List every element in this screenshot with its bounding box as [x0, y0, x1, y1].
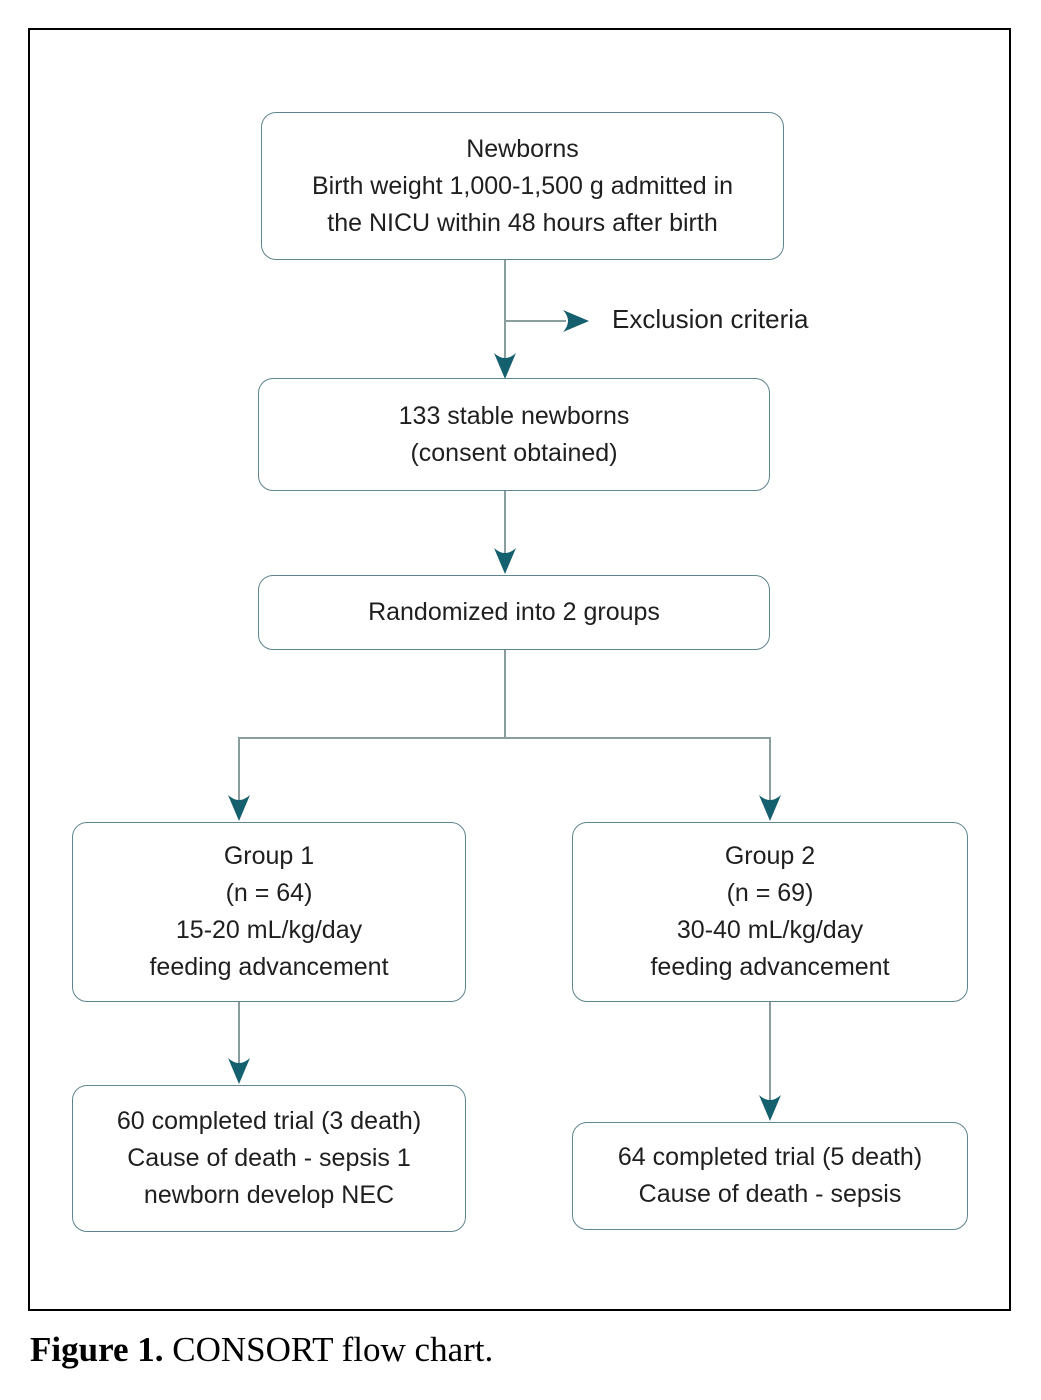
- flow-box-randomized: Randomized into 2 groups: [258, 575, 770, 650]
- box-text-line: Group 1: [223, 842, 315, 870]
- box-text-line: Randomized into 2 groups: [368, 598, 660, 626]
- box-text-line: Newborns: [466, 134, 579, 163]
- box-text-line: newborn develop NEC: [143, 1181, 395, 1209]
- box-text-line: (n = 64): [225, 879, 313, 907]
- flow-box-group1-outcome: 60 completed trial (3 death) Cause of de…: [72, 1085, 466, 1232]
- flow-box-group2-outcome: 64 completed trial (5 death) Cause of de…: [572, 1122, 968, 1230]
- box-text-line: the NICU within 48 hours after birth: [327, 208, 718, 237]
- box-text-line: feeding advancement: [650, 953, 890, 981]
- box-text-line: feeding advancement: [149, 953, 389, 981]
- box-text-line: Cause of death - sepsis 1: [127, 1144, 411, 1172]
- box-text-line: 60 completed trial (3 death): [116, 1107, 422, 1135]
- figure-caption: Figure 1. CONSORT flow chart.: [30, 1330, 493, 1370]
- box-text-line: 133 stable newborns: [398, 401, 630, 430]
- flow-box-stable-newborns: 133 stable newborns (consent obtained): [258, 378, 770, 491]
- box-text-line: 64 completed trial (5 death): [617, 1143, 923, 1171]
- box-text-line: Birth weight 1,000-1,500 g admitted in: [311, 171, 734, 200]
- figure-caption-label: Figure 1.: [30, 1330, 164, 1369]
- exclusion-criteria-label: Exclusion criteria: [612, 304, 809, 334]
- flow-box-newborns: Newborns Birth weight 1,000-1,500 g admi…: [261, 112, 784, 260]
- figure-caption-text: CONSORT flow chart.: [172, 1330, 494, 1369]
- box-text-line: (consent obtained): [410, 438, 618, 467]
- box-text-line: (n = 69): [726, 879, 814, 907]
- box-text-line: 30-40 mL/kg/day: [676, 916, 864, 944]
- box-text-line: Group 2: [724, 842, 816, 870]
- box-text-line: 15-20 mL/kg/day: [175, 916, 363, 944]
- flow-box-group2: Group 2 (n = 69) 30-40 mL/kg/day feeding…: [572, 822, 968, 1002]
- box-text-line: Cause of death - sepsis: [638, 1180, 902, 1208]
- flow-box-group1: Group 1 (n = 64) 15-20 mL/kg/day feeding…: [72, 822, 466, 1002]
